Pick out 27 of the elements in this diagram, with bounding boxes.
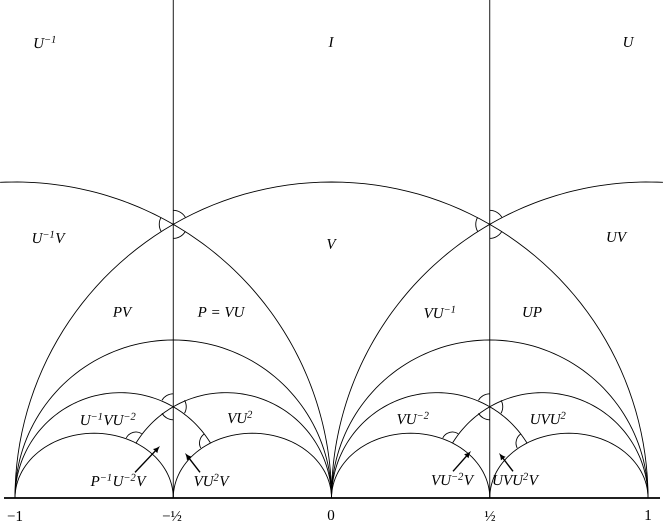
leader-label: VU$^{−2}$V [432, 472, 474, 486]
region-label: PV [112, 306, 133, 318]
region-label: P = VU [198, 306, 246, 318]
leader-arrow [500, 454, 514, 472]
axis-tick-label: ½ [484, 511, 496, 521]
region-label: V [327, 238, 338, 250]
leader-label: VU$^{2}$V [194, 474, 230, 486]
region-label: UV [607, 232, 628, 242]
leader-arrow [452, 452, 470, 472]
axis-tick-label: 0 [328, 510, 334, 520]
leader-label: P$^{−1}$U$^{−2}$V [90, 474, 147, 486]
region-label: UP [523, 307, 542, 317]
region-label: VU$^{−2}$ [397, 412, 429, 424]
axis-tick-label: −1 [8, 511, 22, 521]
region-label: U$^{−1}$ [34, 36, 56, 48]
region-label: I [328, 37, 334, 47]
region-label: U$^{−1}$VU$^{−2}$ [81, 412, 136, 426]
region-label: UVU$^{2}$ [531, 412, 566, 424]
axis-tick-label: 1 [646, 510, 651, 520]
region-label: VU$^{−1}$ [424, 306, 455, 318]
leader-label: UVU$^{2}$V [494, 472, 540, 486]
region-label: U [624, 37, 634, 47]
region-label: VU$^{2}$ [228, 410, 252, 424]
region-label: U$^{−1}$V [32, 230, 66, 244]
axis-tick-label: −½ [162, 511, 182, 521]
leader-arrow [134, 447, 159, 473]
leader-arrow [186, 454, 201, 473]
